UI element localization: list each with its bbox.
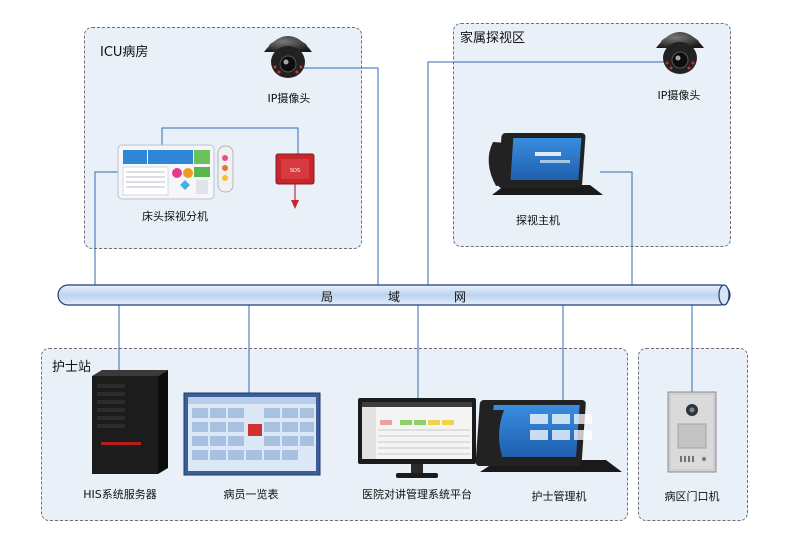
door-unit-icon xyxy=(667,391,717,473)
visit-host-icon xyxy=(488,133,603,195)
family-zone-title: 家属探视区 xyxy=(460,31,526,46)
lan-bus xyxy=(57,284,731,306)
icu-camera-label: IP摄像头 xyxy=(267,92,311,105)
icu-ward-zone xyxy=(84,27,362,249)
lan-label-char-1: 局 xyxy=(320,290,334,304)
door-unit-label: 病区门口机 xyxy=(664,490,720,503)
lan-label-char-2: 域 xyxy=(387,290,401,304)
wire-visit-host xyxy=(600,171,633,285)
bedside-unit-icon xyxy=(117,144,234,200)
wire-icu-camera xyxy=(300,67,379,285)
icu-zone-title: ICU病房 xyxy=(100,45,149,60)
his-server-label: HIS系统服务器 xyxy=(83,488,157,501)
visit-host-label: 探视主机 xyxy=(516,214,560,227)
wire-bedside-unit xyxy=(94,171,122,285)
family-camera-label: IP摄像头 xyxy=(657,89,701,102)
bedside-unit-label: 床头探视分机 xyxy=(142,210,208,223)
patient-board-label: 病员一览表 xyxy=(223,488,279,501)
platform-label: 医院对讲管理系统平台 xyxy=(362,488,472,501)
patient-board-icon xyxy=(183,392,321,476)
platform-monitor-icon xyxy=(358,398,476,478)
his-server-icon xyxy=(92,370,168,474)
nurse-host-icon xyxy=(475,400,622,472)
lan-label-char-3: 网 xyxy=(453,290,467,304)
sos-pull-cord-icon: SOS xyxy=(275,153,315,209)
connection-wires xyxy=(94,61,693,405)
family-camera-icon xyxy=(656,32,704,74)
nurse-host-label: 护士管理机 xyxy=(531,490,587,503)
nurse-zone-title: 护士站 xyxy=(52,360,92,375)
wire-family-camera xyxy=(427,61,665,285)
icu-camera-icon xyxy=(264,36,312,78)
svg-text:SOS: SOS xyxy=(290,168,300,174)
wire-bedside-sos xyxy=(161,127,299,155)
